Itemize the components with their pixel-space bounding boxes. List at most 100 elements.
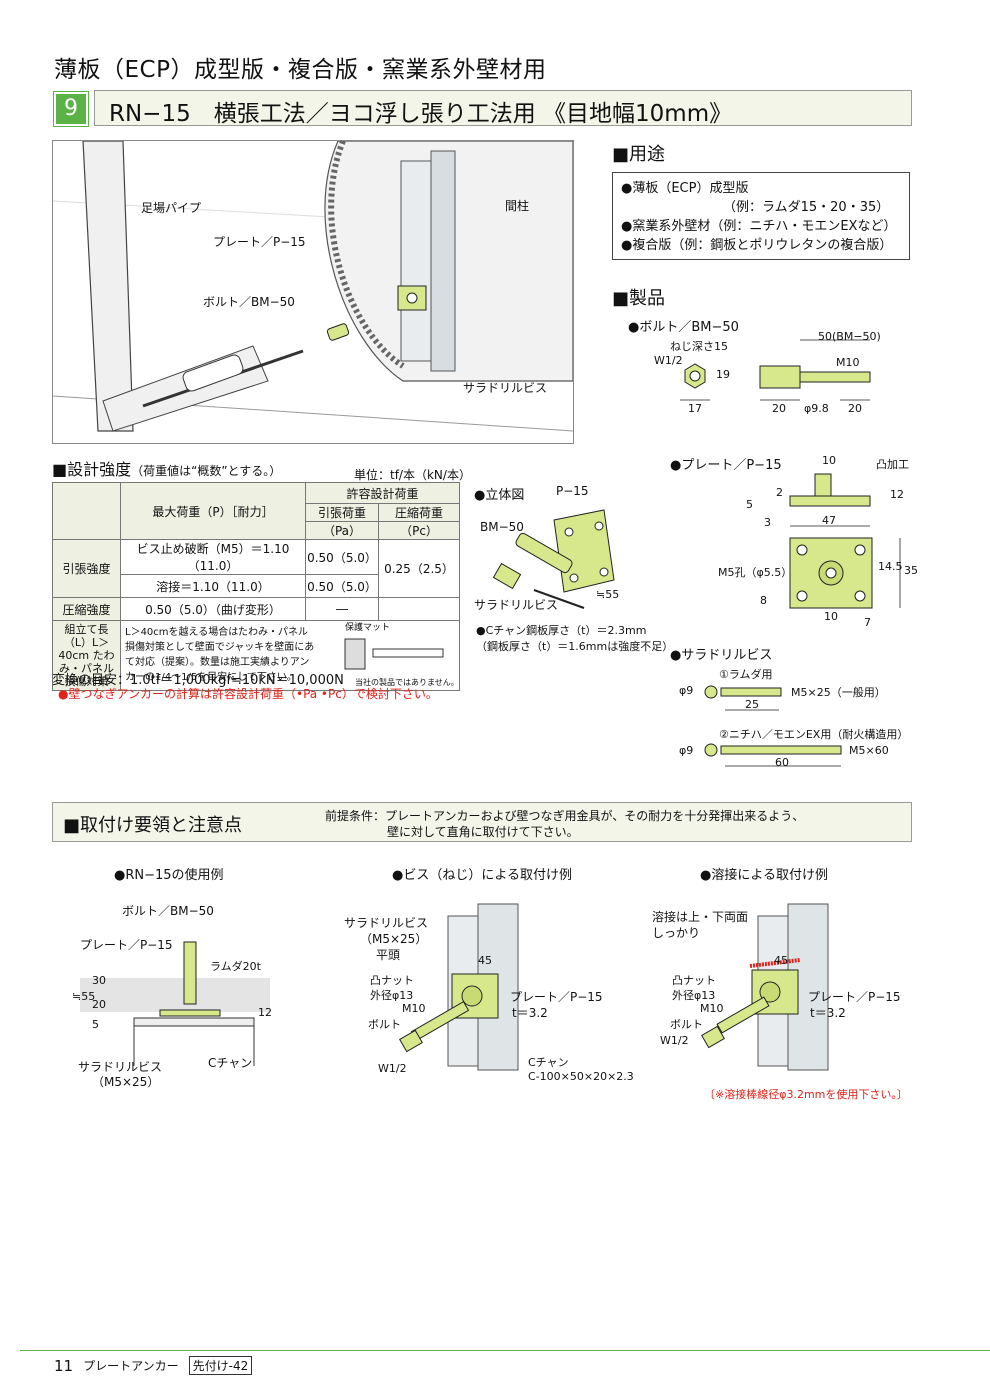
col-pc-sub: （Pc） — [378, 521, 460, 540]
plate-dim-10b: 10 — [824, 610, 838, 623]
col-pa: 引張荷重 — [305, 503, 379, 522]
ex2-t: t＝3.2 — [512, 1006, 548, 1020]
iso-title: ●立体図 — [474, 488, 525, 503]
iso-screw: サラドリルビス — [474, 598, 559, 612]
plate-dim-47: 47 — [822, 514, 836, 527]
strength-heading: ■設計強度（荷重値は“概数”とする。） — [52, 456, 281, 480]
ex1-channel: Cチャン — [208, 1056, 253, 1070]
plate-dim-5: 5 — [746, 498, 753, 511]
col-allowable: 許容設計荷重 — [305, 482, 460, 504]
ex1-title: ●RN−15の使用例 — [114, 868, 224, 883]
plate-title: ●プレート／P−15 — [670, 458, 782, 473]
ex1-plate: プレート／P−15 — [80, 938, 173, 952]
screw-1-len: 25 — [745, 698, 759, 711]
bolt-dim-phi: φ9.8 — [804, 402, 829, 415]
cell-long-desc: L＞40cmを越える場合はたわみ・パネル損傷対策として壁面でジャッキを壁面にあて… — [120, 620, 460, 691]
screw-1-spec: M5×25（一般用） — [791, 686, 886, 699]
bolt-dim-20b: 20 — [848, 402, 862, 415]
screw-title: ●サラドリルビス — [670, 648, 773, 663]
ex1-screw: サラドリルビス — [78, 1060, 163, 1074]
ex1-drawing: ボルト／BM−50 プレート／P−15 ラムダ20t ≒55 30 20 5 1… — [70, 890, 280, 1100]
cell-t2-pa: 0.50（5.0） — [305, 574, 379, 598]
warning-note: ●壁つなぎアンカーの計算は許容設計荷重（•Pa •Pc）で検討下さい。 — [58, 687, 438, 701]
iso-length: ≒55 — [596, 588, 620, 601]
install-heading: ■取付け要領と注意点 — [63, 815, 243, 836]
install-premise-2: 壁に対して直角に取付けて下さい。 — [387, 825, 579, 839]
plate-dim-10: 10 — [822, 454, 836, 467]
ex3-bolt: ボルト — [670, 1018, 703, 1031]
products-heading: ■製品 — [612, 288, 666, 309]
installation-drawing — [53, 141, 573, 432]
long-desc-text: L＞40cmを越える場合はたわみ・パネル損傷対策として壁面でジャッキを壁面にあて… — [125, 627, 315, 683]
col-max-load: 最大荷重（P）［耐力］ — [120, 482, 306, 540]
ex1-dim-12: 12 — [258, 1006, 272, 1019]
cell-t-pc: 0.25（2.5） — [378, 539, 460, 598]
usage-box: ●薄板（ECP）成型版 （例：ラムダ15・20・35） ●窯業系外壁材（例：ニチ… — [612, 172, 910, 260]
iso-note-1: ●Cチャン鋼板厚さ（t）＝2.3mm — [476, 624, 647, 637]
usage-line: （例：ラムダ15・20・35） — [723, 200, 890, 215]
ex3-nut-dia: 外径φ13 — [672, 989, 716, 1002]
plate-dim-3: 3 — [764, 516, 771, 529]
ex1-bolt: ボルト／BM−50 — [122, 904, 214, 918]
mat-label: 保護マット — [345, 623, 391, 633]
ex3-plate: プレート／P−15 — [808, 990, 901, 1004]
section-title: RN−15 横張工法／ヨコ浮し張り工法用 《目地幅10mm》 — [109, 101, 733, 127]
iso-p15: P−15 — [556, 484, 589, 498]
ex3-t: t＝3.2 — [810, 1006, 846, 1020]
installation-illustration: 足場パイプ 間柱 プレート／P−15 ボルト／BM−50 サラドリルビス — [52, 140, 574, 444]
ex3-nut: 凸ナット — [672, 974, 716, 987]
plate-dim-7: 7 — [864, 616, 871, 629]
footer-tag: 先付け-42 — [188, 1356, 253, 1375]
label-pipe: 足場パイプ — [141, 201, 202, 215]
section-title-bar: RN−15 横張工法／ヨコ浮し張り工法用 《目地幅10mm》 — [94, 90, 912, 127]
screw-2-phi: φ9 — [679, 744, 694, 757]
ex3-drawing: 溶接は上・下両面 しっかり 45 凸ナット 外径φ13 M10 ボルト プレート… — [650, 886, 920, 1086]
cell-comp-pa: ― — [305, 597, 379, 621]
ex2-title: ●ビス（ねじ）による取付け例 — [392, 868, 572, 883]
ex2-bolt: ボルト — [368, 1018, 401, 1031]
ex2-nut: 凸ナット — [370, 974, 414, 987]
plate-dim-hole: M5孔（φ5.5） — [718, 566, 793, 579]
ex1-dim-30: 30 — [92, 974, 106, 987]
row-compression: 圧縮強度 — [52, 597, 121, 621]
screw-drawing: ①ラムダ用 φ9 25 M5×25（一般用） ②ニチハ／モエンEX用（耐火構造用… — [675, 664, 915, 774]
ex2-w: W1/2 — [378, 1062, 407, 1075]
ex1-lambda: ラムダ20t — [210, 960, 261, 973]
cell-comp-desc: 0.50（5.0）（曲げ変形） — [120, 597, 306, 621]
page-title: 薄板（ECP）成型版・複合版・窯業系外壁材用 — [54, 57, 547, 83]
row-tension: 引張強度 — [52, 539, 121, 598]
ex3-weld: 溶接は上・下両面 — [652, 910, 749, 924]
conversion-note: 変換の目安：1.0tf＝1,000kgf≒10kN＝10,000N — [52, 673, 344, 688]
col-pc: 圧縮荷重 — [378, 503, 460, 522]
table-corner — [52, 482, 121, 540]
usage-line: ●薄板（ECP）成型版 — [621, 181, 749, 196]
label-plate: プレート／P−15 — [213, 235, 306, 249]
ex2-dim-45: 45 — [478, 954, 492, 967]
row-long: 組立て長（L）L＞40cm たわみ・パネル損傷対策 — [52, 620, 121, 691]
ex2-plate: プレート／P−15 — [510, 990, 603, 1004]
cell-t2-desc: 溶接＝1.10（11.0） — [120, 574, 306, 598]
ex2-nut-dia: 外径φ13 — [370, 989, 414, 1002]
ex2-drawing: サラドリルビス （M5×25） 平頭 45 凸ナット 外径φ13 M10 ボルト… — [340, 886, 640, 1086]
screw-2-len: 60 — [775, 756, 789, 769]
bolt-dim-20a: 20 — [772, 402, 786, 415]
cell-t1-pa: 0.50（5.0） — [305, 539, 379, 575]
ex1-dim-55: ≒55 — [72, 990, 96, 1003]
plate-dim-14-5: 14.5 — [878, 560, 903, 573]
strength-heading-sub: （荷重値は“概数”とする。） — [131, 464, 282, 478]
plate-dim-8: 8 — [760, 594, 767, 607]
ex1-screw-spec: （M5×25） — [92, 1075, 160, 1089]
strength-heading-main: ■設計強度 — [52, 460, 132, 479]
protective-mat: 保護マット 当社の製品ではありません。 — [315, 623, 459, 687]
usage-line: ●複合版（例：鋼板とポリウレタンの複合版） — [621, 238, 893, 253]
ex3-m10: M10 — [700, 1002, 724, 1015]
ex3-note: 〔※溶接棒線径φ3.2mmを使用下さい。〕 — [704, 1088, 908, 1101]
ex3-title: ●溶接による取付け例 — [700, 868, 828, 883]
plate-dim-12: 12 — [890, 488, 904, 501]
ex3-weld-2: しっかり — [652, 926, 701, 940]
ex2-screw-spec: （M5×25） — [360, 932, 428, 946]
ex1-dim-20: 20 — [92, 998, 106, 1011]
bolt-dim-50: 50(BM−50) — [818, 330, 881, 343]
footer-rule — [20, 1350, 990, 1351]
bolt-dim-w: W1/2 — [654, 354, 683, 367]
